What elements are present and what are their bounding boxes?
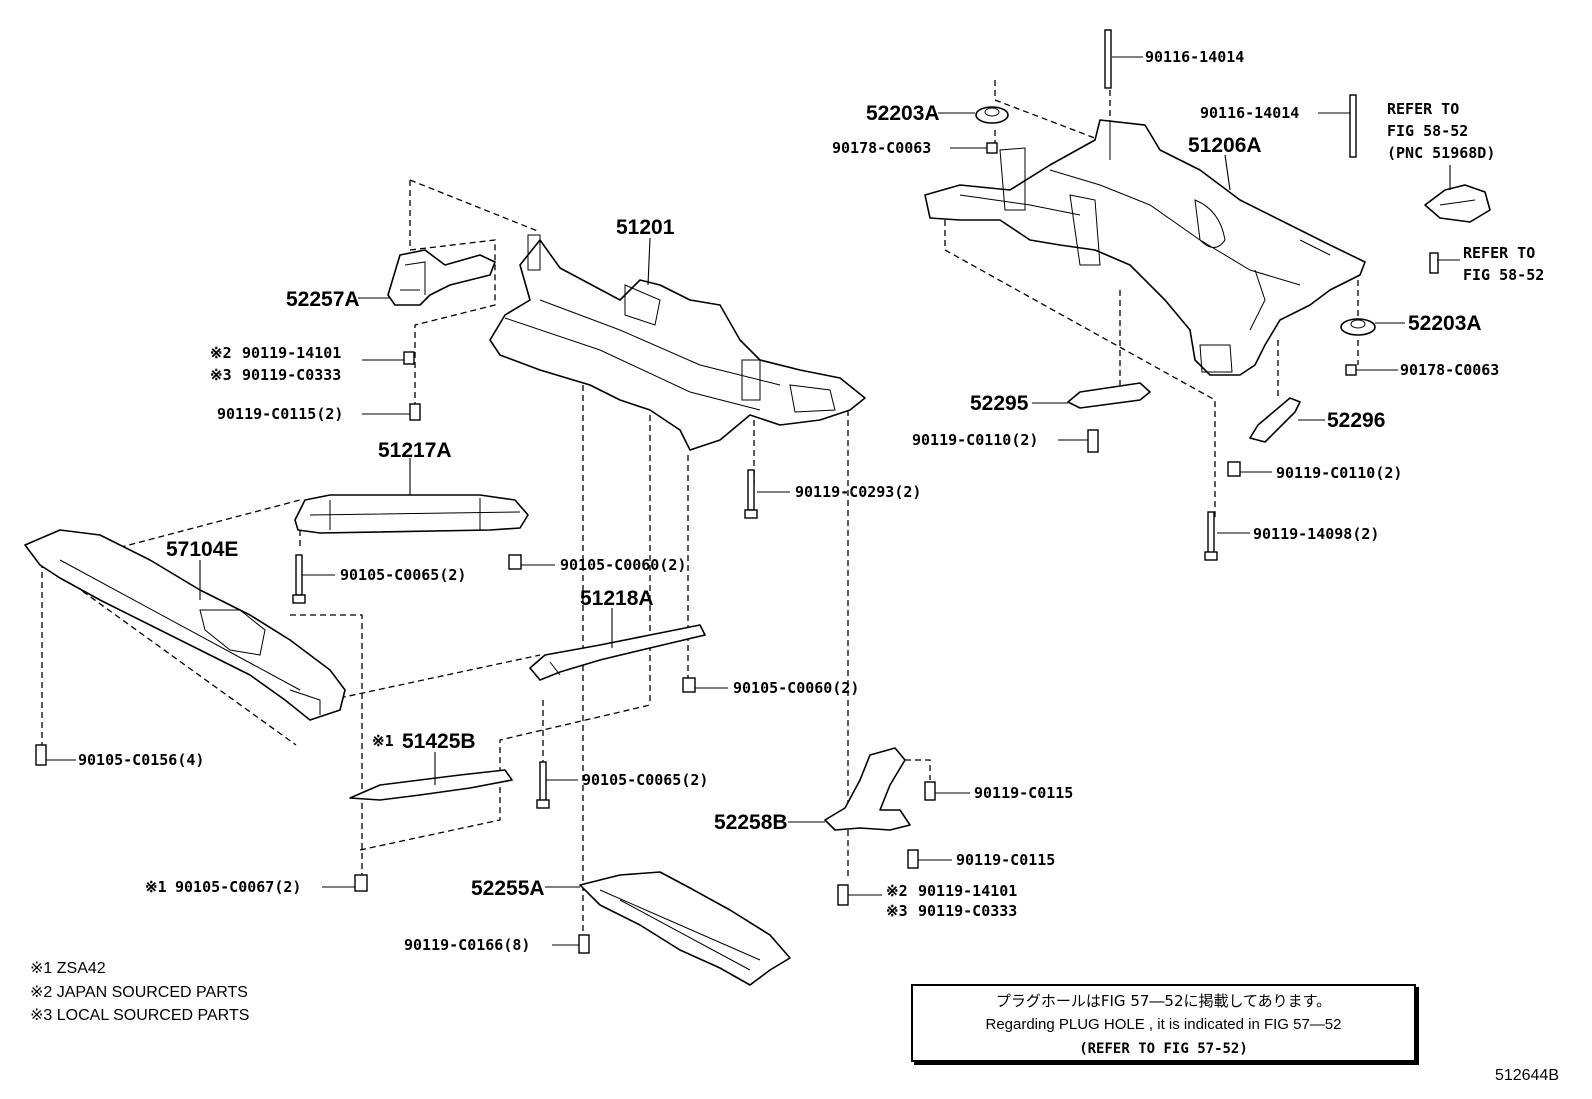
part-ref-bracket-51968d	[1424, 184, 1491, 223]
part-52296	[1249, 397, 1301, 443]
mark-51425b: ※1	[372, 732, 394, 750]
label-52295: 52295	[970, 392, 1029, 415]
plug-note-japanese: プラグホールはFIG 57―52に掲載してあります。	[995, 992, 1332, 1010]
label-51201: 51201	[616, 216, 675, 239]
part-51217a	[294, 494, 529, 534]
label-51425b: 51425B	[402, 730, 476, 753]
part-52255a-brace	[579, 871, 791, 986]
mark-m3-right: ※3	[886, 902, 908, 920]
refer-top-line2: FIG 58-52	[1387, 122, 1468, 140]
label-90119-c0333-right: 90119-C0333	[918, 902, 1017, 920]
label-90119-c0293-2: 90119-C0293(2)	[795, 483, 921, 501]
footnote-1: ※1 ZSA42	[30, 960, 106, 977]
label-90119-14101-right: 90119-14101	[918, 882, 1017, 900]
part-57104e	[24, 529, 346, 721]
footnote-2: ※2 JAPAN SOURCED PARTS	[30, 984, 248, 1001]
label-52255a: 52255A	[471, 877, 545, 900]
label-52203a-top: 52203A	[866, 102, 940, 125]
label-90119-c0166-8: 90119-C0166(8)	[404, 936, 530, 954]
label-90105-c0060-2-a: 90105-C0060(2)	[560, 556, 686, 574]
part-52258b-arm	[824, 747, 911, 831]
footnote-3: ※3 LOCAL SOURCED PARTS	[30, 1007, 250, 1024]
label-90119-c0110-2-b: 90119-C0110(2)	[1276, 464, 1402, 482]
label-90178-c0063-right: 90178-C0063	[1400, 361, 1499, 379]
plug-note-english: Regarding PLUG HOLE , it is indicated in…	[985, 1016, 1342, 1033]
label-90105-c0065-2-a: 90105-C0065(2)	[340, 566, 466, 584]
label-90119-c0115-2: 90119-C0115(2)	[217, 405, 343, 423]
mark-m3-left: ※3	[210, 366, 232, 384]
label-90105-c0156-4: 90105-C0156(4)	[78, 751, 204, 769]
label-51217a: 51217A	[378, 439, 452, 462]
mark-m2-right: ※2	[886, 882, 908, 900]
part-52203a-cushion-top	[975, 106, 1009, 124]
label-90116-14014-top: 90116-14014	[1145, 48, 1244, 66]
label-90119-14101-left: 90119-14101	[242, 344, 341, 362]
refer-top-line3: (PNC 51968D)	[1387, 144, 1495, 162]
label-51206a: 51206A	[1188, 134, 1262, 157]
refer-mid-line1: REFER TO	[1463, 244, 1535, 262]
label-90119-14098-2: 90119-14098(2)	[1253, 525, 1379, 543]
leader-lines	[46, 56, 1460, 946]
label-90105-c0065-2-b: 90105-C0065(2)	[582, 771, 708, 789]
label-51218a: 51218A	[580, 587, 654, 610]
label-90119-c0110-2-a: 90119-C0110(2)	[912, 431, 1038, 449]
fasteners	[35, 29, 1439, 954]
mark-m1-c0067: ※1	[145, 878, 167, 896]
refer-top-line1: REFER TO	[1387, 100, 1459, 118]
part-52295	[1067, 382, 1151, 409]
label-57104e: 57104E	[166, 538, 238, 561]
label-52257a: 52257A	[286, 288, 360, 311]
label-52296: 52296	[1327, 409, 1385, 432]
part-51425b	[349, 769, 513, 801]
label-90119-c0333-left: 90119-C0333	[242, 366, 341, 384]
figure-id: 512644B	[1494, 1067, 1559, 1084]
label-52258b: 52258B	[714, 811, 788, 834]
label-90105-c0067-2: 90105-C0067(2)	[175, 878, 301, 896]
label-90116-14014-mid: 90116-14014	[1200, 104, 1299, 122]
label-90105-c0060-2-b: 90105-C0060(2)	[733, 679, 859, 697]
part-52203a-cushion-right	[1340, 318, 1376, 336]
part-51201-front-crossmember	[489, 234, 866, 451]
part-51218a	[529, 624, 706, 681]
part-51206a-rear-crossmember	[924, 119, 1366, 376]
refer-mid-line2: FIG 58-52	[1463, 266, 1544, 284]
label-90119-c0115-b: 90119-C0115	[956, 851, 1055, 869]
label-52203a-right: 52203A	[1408, 312, 1482, 335]
label-90119-c0115-a: 90119-C0115	[974, 784, 1073, 802]
part-52257a-bracket	[387, 249, 496, 306]
plug-note-reference: (REFER TO FIG 57-52)	[1079, 1041, 1248, 1057]
label-90178-c0063-left: 90178-C0063	[832, 139, 931, 157]
plug-hole-note: プラグホールはFIG 57―52に掲載してあります。 Regarding PLU…	[911, 984, 1416, 1062]
mark-m2-left: ※2	[210, 344, 232, 362]
